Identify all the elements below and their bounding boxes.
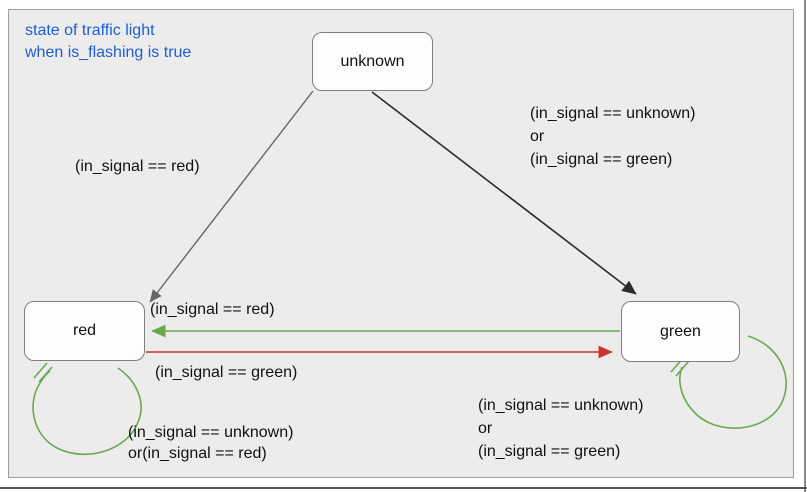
pane-right-edge xyxy=(804,0,806,492)
pane-bottom-edge xyxy=(0,487,807,489)
edge-unknown-to-green xyxy=(371,91,637,295)
edge-green-self-loop xyxy=(679,335,787,429)
edge-red-self-loop-arrowhead xyxy=(33,362,53,383)
edge-red-self-loop xyxy=(32,367,142,456)
transition-label-red-to-green: (in_signal == green) xyxy=(155,364,298,381)
state-label-unknown: unknown xyxy=(340,52,405,70)
diagram-title: state of traffic light when is_flashing … xyxy=(25,22,192,61)
state-node-unknown: unknown xyxy=(312,32,433,91)
transition-label-green-to-red: (in_signal == red) xyxy=(150,301,275,318)
transition-label-unknown-to-green: (in_signal == unknown) or (in_signal == … xyxy=(530,105,696,168)
transition-label-green-self: (in_signal == unknown) or (in_signal == … xyxy=(478,397,644,460)
edge-unknown-to-red xyxy=(149,90,314,303)
state-label-green: green xyxy=(660,322,701,340)
state-node-red: red xyxy=(24,301,145,361)
transition-label-red-self: (in_signal == unknown) or(in_signal == r… xyxy=(128,424,294,462)
state-label-red: red xyxy=(72,322,97,339)
transition-label-unknown-to-red: (in_signal == red) xyxy=(75,158,200,175)
state-node-green: green xyxy=(621,301,740,362)
